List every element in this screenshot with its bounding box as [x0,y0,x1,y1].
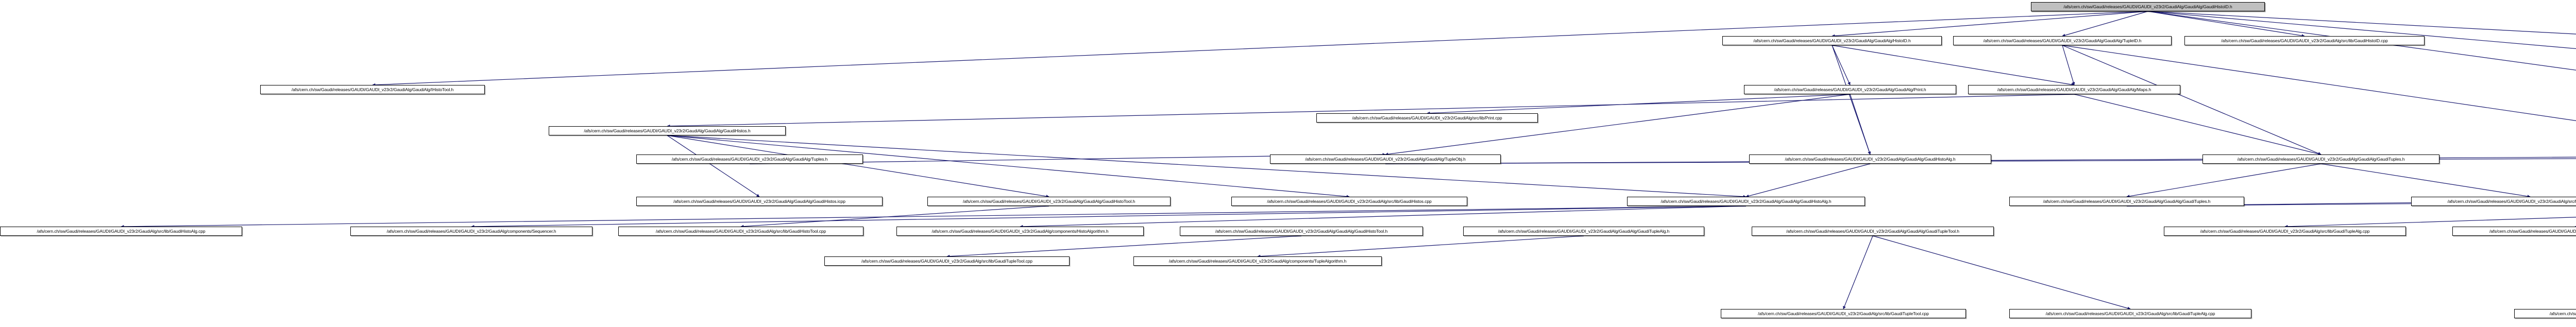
graph-node[interactable]: /afs/cern.ch/sw/Gaudi/releases/GAUDI/GAU… [1749,154,1991,164]
graph-edge [1745,163,1871,198]
graph-node[interactable]: /afs/cern.ch/sw/Gaudi/releases/GAUDI/GAU… [636,197,883,206]
graph-node-label: /afs/cern.ch/sw/Gaudi/releases/GAUDI/GAU… [1758,311,1929,316]
graph-node[interactable]: /afs/cern.ch/sw/Gaudi/releases/GAUDI/GAU… [1231,197,1467,206]
graph-edge [1832,45,2075,87]
graph-node-label: /afs/cern.ch/sw/Gaudi/releases/GAUDI/GAU… [1168,259,1347,264]
graph-node-label: /afs/cern.ch/sw/Gaudi/releases/GAUDI/GAU… [931,229,1109,234]
graph-node[interactable]: /afs/cern.ch/sw/Gaudi/releases/GAUDI/GAU… [2009,309,2251,318]
graph-node-label: /afs/cern.ch/sw/Gaudi/releases/GAUDI/GAU… [1774,87,1926,92]
graph-node[interactable]: /afs/cern.ch/sw/Gaudi/releases/GAUDI/GAU… [2514,309,2576,318]
graph-edge [667,135,760,197]
graph-edge [1257,235,1584,258]
graph-edge [471,205,1747,228]
graph-edge [1427,94,1851,115]
graph-node-label: /afs/cern.ch/sw/Gaudi/releases/GAUDI/GAU… [37,229,206,234]
graph-node[interactable]: /afs/cern.ch/sw/Gaudi/releases/GAUDI/GAU… [824,256,1070,266]
graph-edge [1832,45,1851,85]
graph-edge [740,205,1049,228]
graph-node[interactable]: /afs/cern.ch/sw/Gaudi/releases/GAUDI/GAU… [350,227,592,236]
graph-edge [1850,94,1871,155]
graph-node[interactable]: /afs/cern.ch/sw/Gaudi/releases/GAUDI/GAU… [1133,256,1382,266]
graph-node-label: /afs/cern.ch/sw/Gaudi/releases/GAUDI/GAU… [2200,229,2370,234]
graph-edge [2147,11,2576,49]
graph-node[interactable]: /afs/cern.ch/sw/Gaudi/releases/GAUDI/GAU… [618,227,863,236]
graph-node-label: /afs/cern.ch/sw/Gaudi/releases/GAUDI/GAU… [1305,157,1466,162]
graph-node-label: /afs/cern.ch/sw/Gaudi/releases/GAUDI/GAU… [1786,229,1959,234]
graph-node[interactable]: /afs/cern.ch/sw/Gaudi/releases/GAUDI/GAU… [2411,197,2576,206]
graph-node-label: /afs/cern.ch/sw/Gaudi/releases/GAUDI/GAU… [2549,311,2576,316]
graph-node-label: /afs/cern.ch/sw/Gaudi/releases/GAUDI/GAU… [584,128,751,133]
graph-node[interactable]: /afs/cern.ch/sw/Gaudi/releases/GAUDI/GAU… [2452,227,2576,236]
graph-edge [372,11,2148,87]
graph-node[interactable]: /afs/cern.ch/sw/Gaudi/releases/GAUDI/GAU… [1316,113,1538,123]
graph-node-label: /afs/cern.ch/sw/Gaudi/releases/GAUDI/GAU… [2043,199,2211,204]
graph-node-label: /afs/cern.ch/sw/Gaudi/releases/GAUDI/GAU… [673,199,845,204]
graph-node[interactable]: /afs/cern.ch/sw/Gaudi/releases/GAUDI/GAU… [1463,227,1704,236]
graph-node-label: /afs/cern.ch/sw/Gaudi/releases/GAUDI/GAU… [291,87,454,92]
graph-node[interactable]: /afs/cern.ch/sw/Gaudi/releases/GAUDI/GAU… [2009,197,2244,206]
graph-node[interactable]: /afs/cern.ch/sw/Gaudi/releases/GAUDI/GAU… [1722,36,1942,45]
graph-edge [1385,94,1851,156]
graph-node-label: /afs/cern.ch/sw/Gaudi/releases/GAUDI/GAU… [2045,311,2215,316]
graph-node[interactable]: /afs/cern.ch/sw/Gaudi/releases/GAUDI/GAU… [1721,309,1966,318]
graph-edge [2062,11,2148,37]
graph-node-label: /afs/cern.ch/sw/Gaudi/releases/GAUDI/GAU… [1983,38,2142,43]
graph-node-label: /afs/cern.ch/sw/Gaudi/releases/GAUDI/GAU… [1753,38,1911,43]
graph-edge [667,135,1747,198]
graph-edge [2320,163,2531,198]
graph-edge [1020,205,1747,228]
graph-node[interactable]: /afs/cern.ch/sw/Gaudi/releases/GAUDI/GAU… [1752,227,1994,236]
graph-edge [2147,11,2305,38]
graph-node[interactable]: /afs/cern.ch/sw/Gaudi/releases/GAUDI/GAU… [1744,85,1956,94]
graph-edge [2062,45,2576,121]
graph-node-label: /afs/cern.ch/sw/Gaudi/releases/GAUDI/GAU… [1785,157,1956,162]
graph-node[interactable]: /afs/cern.ch/sw/Gaudi/releases/GAUDI/GAU… [636,154,863,164]
graph-node-label: /afs/cern.ch/sw/Gaudi/releases/GAUDI/GAU… [671,157,828,162]
graph-node[interactable]: /afs/cern.ch/sw/Gaudi/releases/GAUDI/GAU… [260,85,485,94]
graph-node-label: /afs/cern.ch/sw/Gaudi/releases/GAUDI/GAU… [2489,229,2576,234]
graph-edge [2062,45,2075,85]
graph-node-label: /afs/cern.ch/sw/Gaudi/releases/GAUDI/GAU… [1997,87,2151,92]
graph-node[interactable]: /afs/cern.ch/sw/Gaudi/releases/GAUDI/GAU… [1180,227,1423,236]
graph-node[interactable]: /afs/cern.ch/sw/Gaudi/releases/GAUDI/GAU… [2184,36,2425,45]
graph-edge [2126,163,2321,198]
graph-node-label: /afs/cern.ch/sw/Gaudi/releases/GAUDI/GAU… [1498,229,1670,234]
graph-node[interactable]: /afs/cern.ch/sw/Gaudi/releases/GAUDI/GAU… [927,197,1171,206]
graph-node-label: /afs/cern.ch/sw/Gaudi/releases/GAUDI/GAU… [1352,115,1502,121]
graph-node[interactable]: /afs/cern.ch/sw/Gaudi/releases/GAUDI/GAU… [2164,227,2406,236]
graph-edge [2062,45,2321,155]
graph-node-root[interactable]: /afs/cern.ch/sw/Gaudi/releases/GAUDI/GAU… [2031,2,2265,11]
graph-edge [2284,217,2576,228]
graph-node-label: /afs/cern.ch/sw/Gaudi/releases/GAUDI/GAU… [2063,4,2232,9]
graph-node-label: /afs/cern.ch/sw/Gaudi/releases/GAUDI/GAU… [861,259,1032,264]
graph-node-label: /afs/cern.ch/sw/Gaudi/releases/GAUDI/GAU… [2221,38,2388,43]
graph-node[interactable]: /afs/cern.ch/sw/Gaudi/releases/GAUDI/GAU… [1270,154,1501,164]
graph-node[interactable]: /afs/cern.ch/sw/Gaudi/releases/GAUDI/GAU… [549,126,786,135]
graph-edge [667,135,1049,198]
graph-edge [2147,11,2576,35]
graph-edge [2074,94,2321,156]
graph-node[interactable]: /afs/cern.ch/sw/Gaudi/releases/GAUDI/GAU… [1968,85,2180,94]
graph-edge [1872,235,2131,310]
graph-node-label: /afs/cern.ch/sw/Gaudi/releases/GAUDI/GAU… [1660,199,1832,204]
graph-edge [1832,45,1871,155]
graph-node-label: /afs/cern.ch/sw/Gaudi/releases/GAUDI/GAU… [2237,157,2405,162]
graph-node[interactable]: /afs/cern.ch/sw/Gaudi/releases/GAUDI/GAU… [0,227,242,236]
graph-edge [1843,235,1873,309]
graph-node-label: /afs/cern.ch/sw/Gaudi/releases/GAUDI/GAU… [655,229,826,234]
graph-edge [946,235,1302,258]
graph-edge [2147,11,2576,71]
graph-node-label: /afs/cern.ch/sw/Gaudi/releases/GAUDI/GAU… [2447,199,2576,204]
graph-edge [1832,11,2148,38]
graph-node[interactable]: /afs/cern.ch/sw/Gaudi/releases/GAUDI/GAU… [2202,154,2439,164]
graph-node-label: /afs/cern.ch/sw/Gaudi/releases/GAUDI/GAU… [386,229,556,234]
graph-node-label: /afs/cern.ch/sw/Gaudi/releases/GAUDI/GAU… [962,199,1136,204]
graph-node-label: /afs/cern.ch/sw/Gaudi/releases/GAUDI/GAU… [1267,199,1432,204]
graph-node[interactable]: /afs/cern.ch/sw/Gaudi/releases/GAUDI/GAU… [896,227,1144,236]
graph-edge [667,135,1350,198]
graph-node-label: /afs/cern.ch/sw/Gaudi/releases/GAUDI/GAU… [1215,229,1388,234]
graph-node[interactable]: /afs/cern.ch/sw/Gaudi/releases/GAUDI/GAU… [1627,197,1865,206]
graph-edge [121,205,1747,228]
graph-node[interactable]: /afs/cern.ch/sw/Gaudi/releases/GAUDI/GAU… [1953,36,2172,45]
